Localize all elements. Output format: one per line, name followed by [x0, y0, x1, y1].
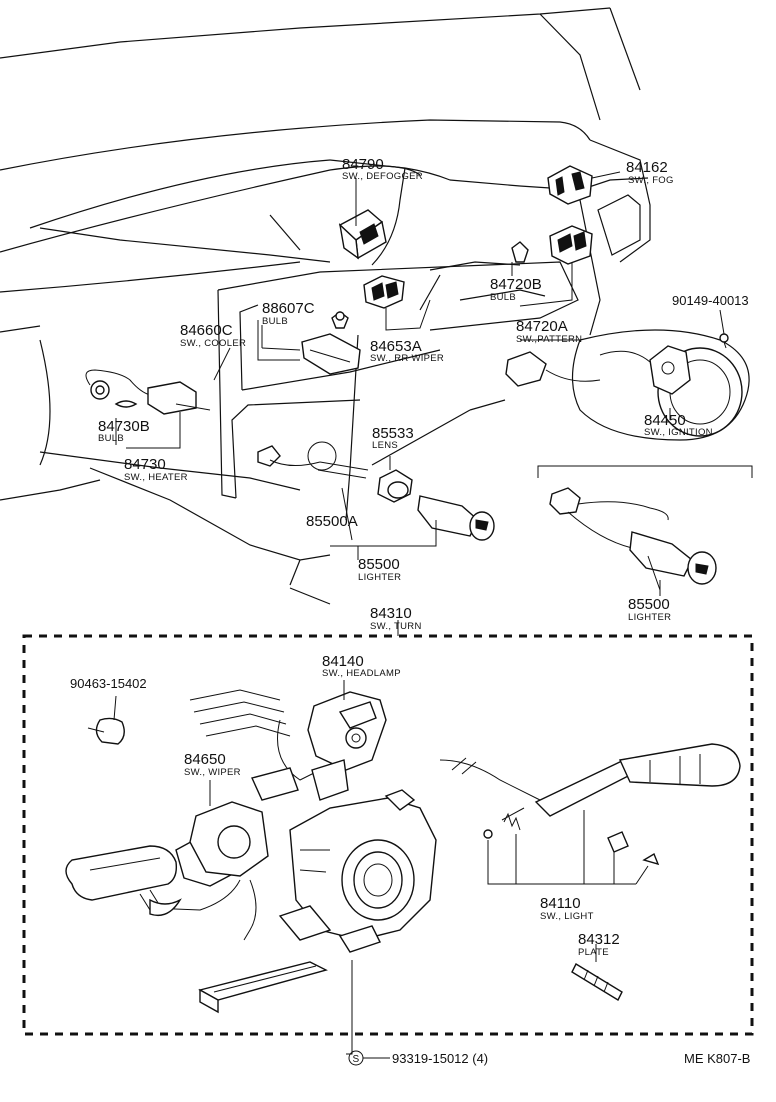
part-desc: SW., LIGHT: [540, 911, 594, 922]
part-desc: SW., HEADLAMP: [322, 668, 401, 679]
part-desc: SW., COOLER: [180, 338, 246, 349]
label-84730b: 84730B BULB: [98, 418, 150, 444]
rr-wiper-switch-drawing: [363, 275, 405, 309]
fog-switch-drawing: [547, 165, 593, 205]
diagram-code: ME K807-B: [684, 1051, 750, 1066]
plate-bar-drawing: [198, 961, 328, 1014]
part-desc: BULB: [262, 316, 288, 327]
part-number: 84312: [578, 931, 620, 948]
part-number: 84720A: [516, 318, 568, 335]
label-84310: 84310 SW., TURN: [370, 605, 422, 632]
dashboard-outline: [0, 7, 651, 605]
label-84653a: 84653A SW., RR WIPER: [370, 338, 444, 364]
part-desc: LENS: [372, 440, 398, 451]
part-desc: BULB: [98, 433, 124, 444]
label-84140: 84140 SW., HEADLAMP: [322, 653, 401, 679]
part-number: 84660C: [180, 322, 233, 339]
part-number: 90149-40013: [672, 293, 749, 308]
part-desc: SW., FOG: [628, 175, 674, 186]
clip-drawing: [87, 695, 125, 745]
part-number: 84110: [540, 895, 581, 912]
label-90463: 90463-15402: [70, 676, 147, 691]
part-number: 85500: [628, 596, 670, 613]
part-number: 85500: [358, 556, 400, 573]
label-85533: 85533 LENS: [372, 425, 414, 451]
label-84730: 84730 SW., HEATER: [124, 456, 188, 483]
bulb-88607c-drawing: [331, 311, 349, 329]
bulb-84720b-drawing: [511, 241, 529, 263]
ignition-switch-drawing: [505, 329, 750, 441]
defogger-switch-drawing: [338, 209, 387, 260]
heater-switch-drawing: [85, 369, 211, 449]
part-desc: SW.,PATTERN: [516, 334, 582, 345]
part-number: 93319-15012 (4): [392, 1051, 488, 1066]
footer: ME K807-B: [684, 1051, 750, 1066]
wiper-switch-drawing: [65, 767, 299, 941]
part-number: 84730B: [98, 418, 150, 435]
label-84162: 84162 SW., FOG: [626, 159, 674, 186]
part-number: 84720B: [490, 276, 542, 293]
part-number: 90463-15402: [70, 676, 147, 691]
part-desc: LIGHTER: [358, 572, 401, 583]
part-number: 84310: [370, 605, 412, 622]
part-desc: SW., TURN: [370, 621, 422, 632]
turn-switch-body-drawing: [278, 789, 437, 953]
part-desc: SW., HEATER: [124, 472, 188, 483]
part-number: 84450: [644, 412, 686, 429]
symbol-letter: S: [353, 1054, 360, 1065]
part-number: 84790: [342, 156, 384, 173]
label-84450: 84450 SW., IGNITION: [644, 412, 713, 438]
part-number: 84730: [124, 456, 166, 473]
part-desc: SW., WIPER: [184, 767, 241, 778]
part-number: 84650: [184, 751, 226, 768]
part-number: 84162: [626, 159, 668, 176]
part-desc: SW., DEFOGGER: [342, 171, 423, 182]
part-desc: BULB: [490, 292, 516, 303]
part-desc: SW., IGNITION: [644, 427, 713, 438]
light-switch-drawing: [439, 743, 741, 885]
label-85500: 85500 LIGHTER: [358, 556, 401, 583]
cooler-switch-drawing: [261, 325, 361, 375]
label-93319: S 93319-15012 (4): [348, 1050, 488, 1066]
part-number: 85533: [372, 425, 414, 442]
part-number: 84140: [322, 653, 364, 670]
label-84650: 84650 SW., WIPER: [184, 751, 241, 778]
lighter-assembly-drawing: [257, 441, 495, 560]
label-90149: 90149-40013: [672, 293, 749, 308]
pin-drawing: [571, 944, 623, 1001]
headlamp-switch-drawing: [189, 689, 387, 801]
part-number: 88607C: [262, 300, 315, 317]
label-85500-alt: 85500 LIGHTER: [628, 596, 671, 623]
label-84720b: 84720B BULB: [490, 276, 542, 303]
part-desc: PLATE: [578, 947, 609, 958]
part-desc: SW., RR WIPER: [370, 353, 444, 364]
turn-switch-box: [22, 620, 754, 1036]
label-84312: 84312 PLATE: [578, 931, 620, 958]
label-84790: 84790 SW., DEFOGGER: [342, 156, 423, 182]
label-85500a: 85500A: [306, 513, 358, 530]
label-88607c: 88607C BULB: [262, 300, 315, 327]
alt-lighter-drawing: [537, 465, 753, 591]
part-number: 85500A: [306, 513, 358, 530]
leader-lines: [209, 171, 725, 1055]
label-84660c: 84660C SW., COOLER: [180, 322, 246, 349]
part-desc: LIGHTER: [628, 612, 671, 623]
label-84720a: 84720A SW.,PATTERN: [516, 318, 582, 345]
part-number: 84653A: [370, 338, 422, 355]
pattern-switch-drawing: [549, 225, 593, 265]
label-84110: 84110 SW., LIGHT: [540, 895, 594, 922]
